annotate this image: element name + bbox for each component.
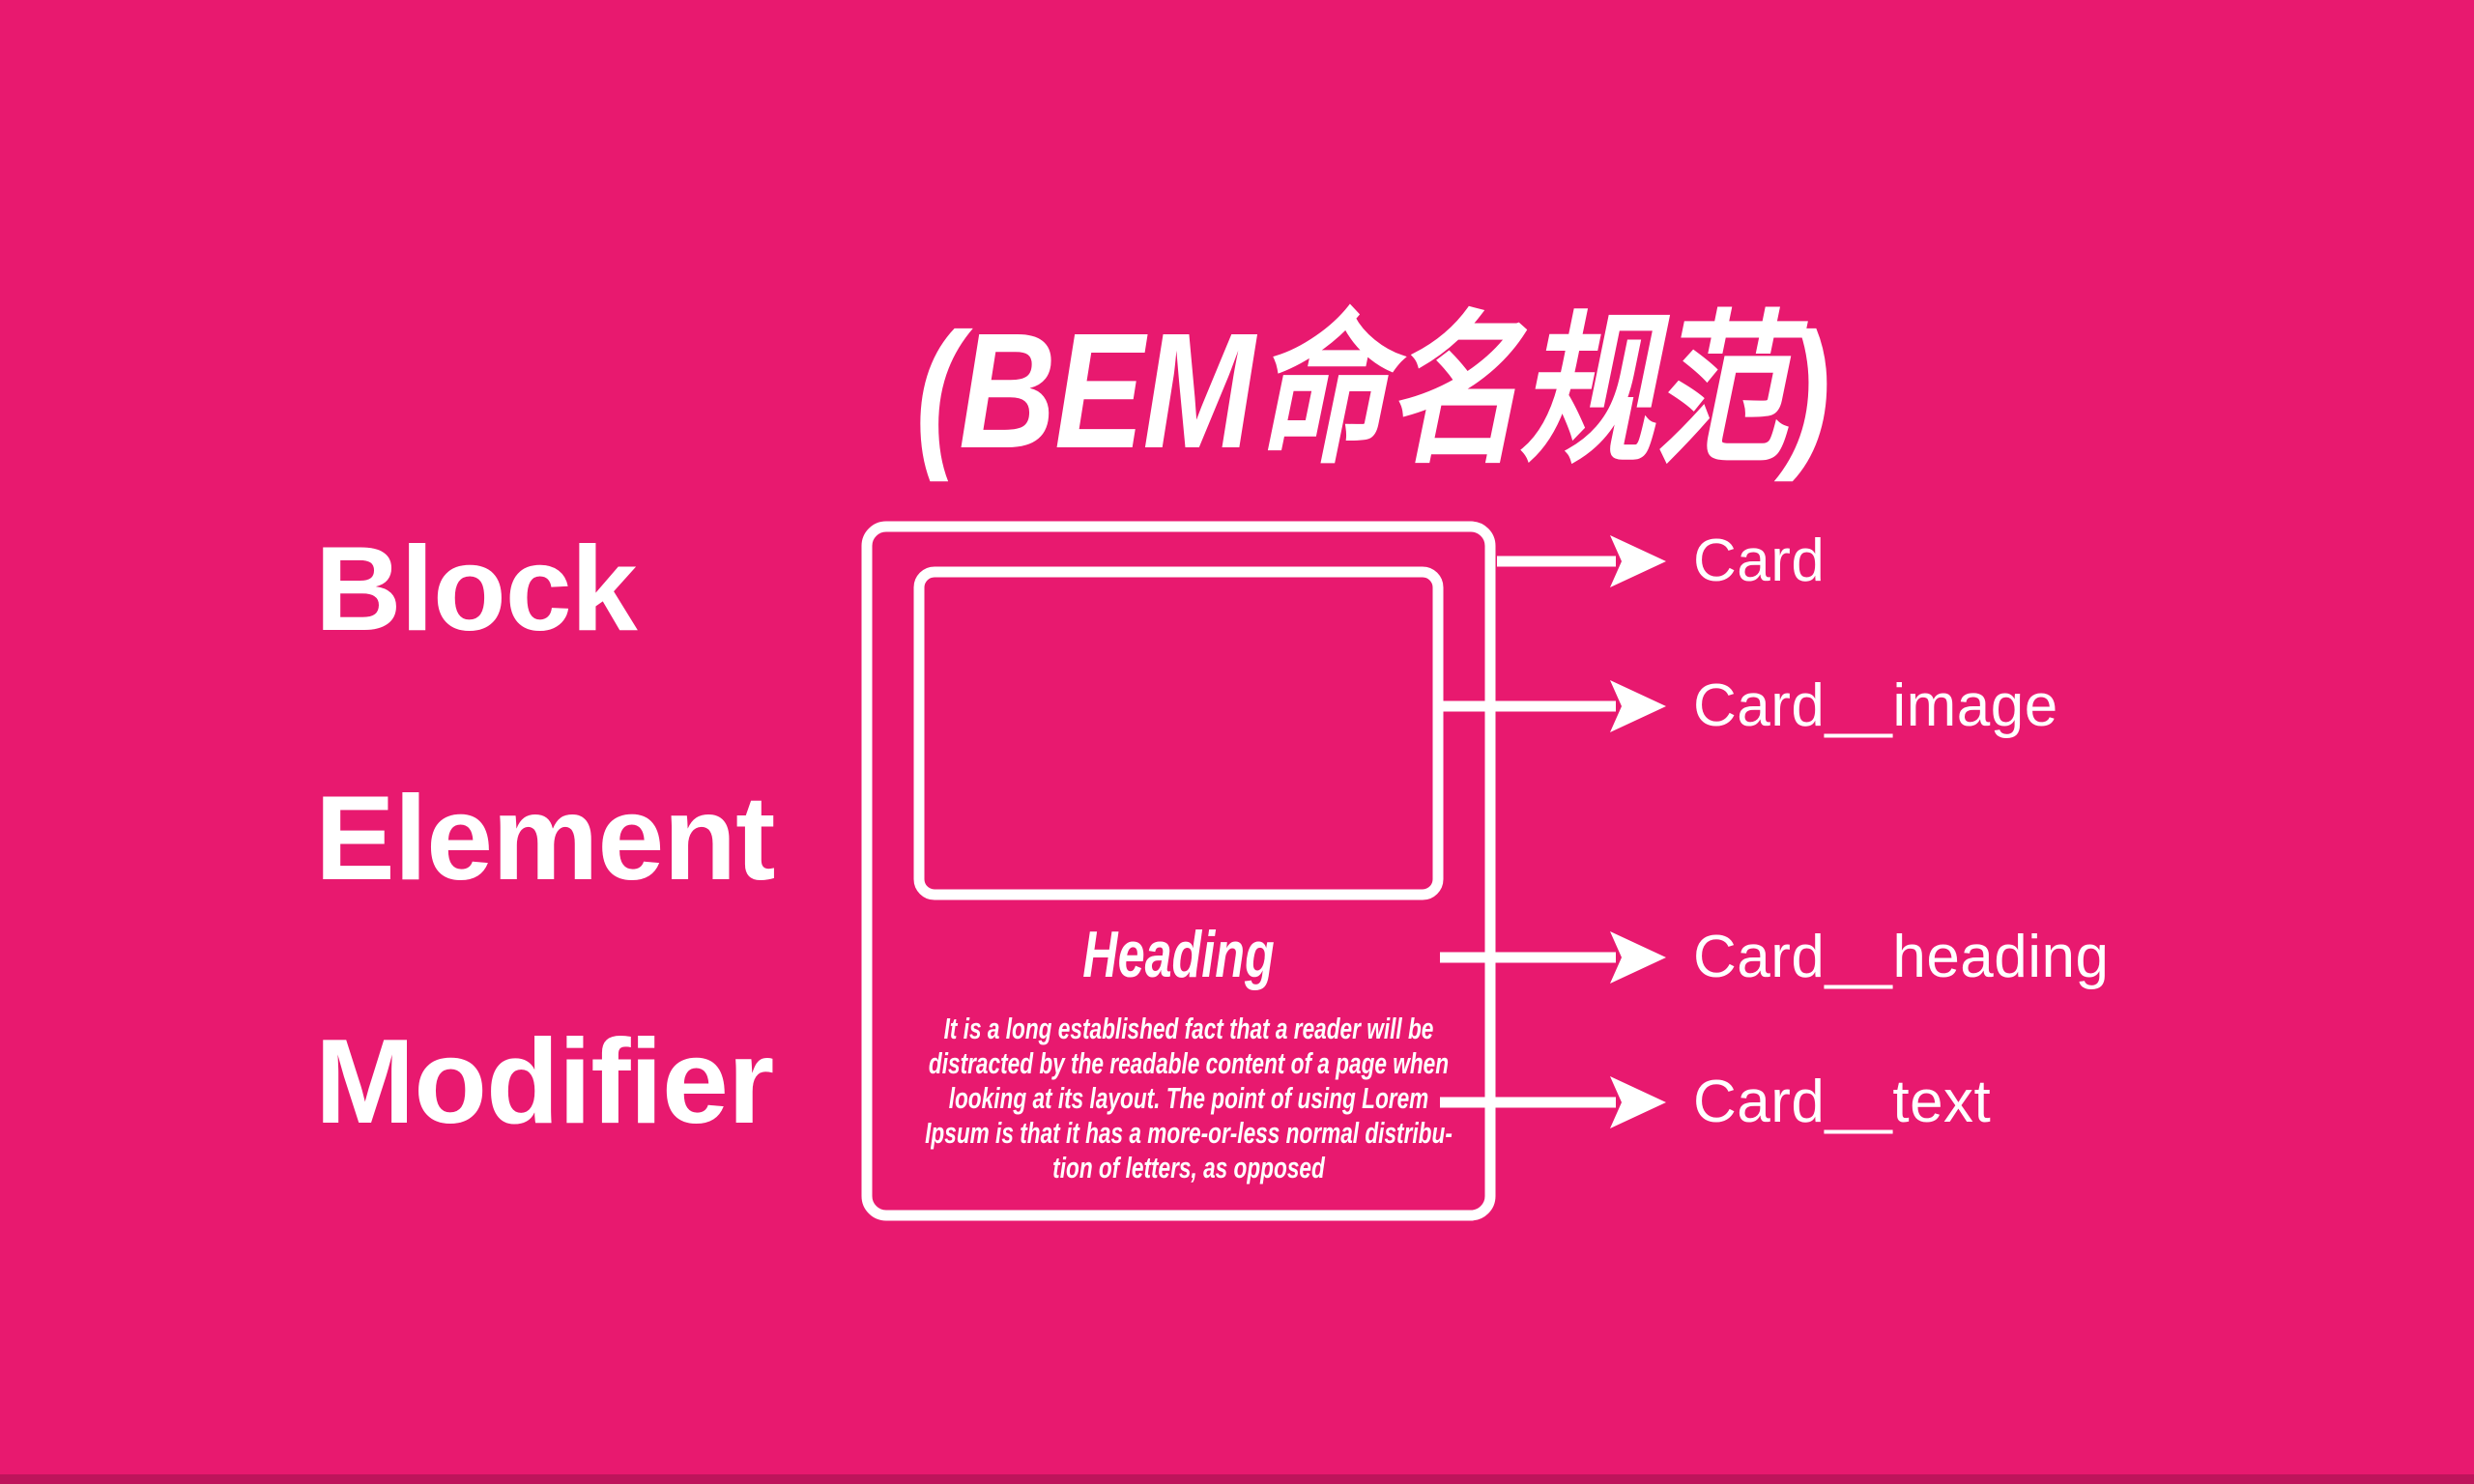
arrow-card [1497, 535, 1666, 587]
annotation-card-heading: Card__heading [1693, 924, 2110, 990]
card-text-line: It is a long established fact that a rea… [943, 1012, 1434, 1045]
label-element: Element [315, 772, 775, 905]
card-text-line: looking at its layout. The point of usin… [948, 1081, 1429, 1115]
label-block: Block [315, 523, 638, 656]
annotation-card-text: Card__text [1693, 1069, 1992, 1135]
arrow-card-image [1439, 680, 1666, 732]
arrow-card-text [1440, 1076, 1666, 1128]
card-text-line: tion of letters, as opposed [1052, 1151, 1325, 1184]
card-text: It is a long established fact that a rea… [801, 1012, 1577, 1185]
card-text-line: distracted by the readable content of a … [928, 1046, 1450, 1080]
annotation-card-image: Card__image [1693, 672, 2058, 739]
page-title: (BEM命名规范) [915, 300, 1830, 483]
annotation-card: Card [1693, 528, 1826, 594]
card-heading: Heading [1082, 918, 1275, 991]
arrow-card-head [1610, 535, 1666, 587]
card-outline [861, 521, 1496, 1221]
arrow-card-image-head [1610, 680, 1666, 732]
arrow-card-heading [1440, 931, 1666, 984]
card-image-placeholder [913, 566, 1444, 900]
bottom-edge-strip [0, 1474, 2474, 1484]
label-modifier: Modifier [315, 1015, 774, 1149]
arrow-card-text-head [1610, 1076, 1666, 1128]
card-text-line: Ipsum is that it has a more-or-less norm… [925, 1116, 1453, 1150]
arrow-card-heading-head [1610, 931, 1666, 984]
